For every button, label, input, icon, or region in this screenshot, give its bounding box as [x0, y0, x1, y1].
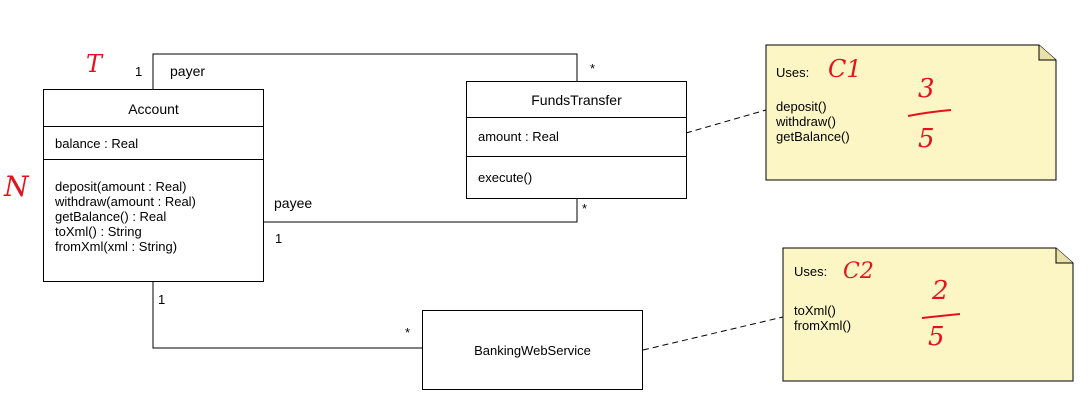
- note2-heading: Uses:: [794, 264, 828, 279]
- banking-web-service-class-name: BankingWebService: [474, 343, 591, 358]
- handwritten-mark-n: N: [4, 170, 29, 203]
- score2-numerator: 2: [932, 276, 949, 306]
- payee-association-line: [263, 199, 578, 223]
- score2-fraction-bar: [921, 313, 961, 319]
- account-operations: deposit(amount : Real) withdraw(amount :…: [44, 159, 263, 254]
- note2-item: fromXml(): [794, 318, 852, 333]
- note1-item: withdraw(): [776, 114, 836, 129]
- account-attributes: balance : Real: [44, 126, 263, 159]
- note1-shape: [765, 44, 1057, 181]
- payer-association-line: [152, 53, 578, 89]
- score1-fraction-bar: [907, 109, 952, 117]
- account-operation: withdraw(amount : Real): [55, 194, 196, 209]
- note2-shape: [782, 247, 1074, 382]
- service-multiplicity: *: [405, 325, 411, 340]
- score1-denominator: 5: [918, 124, 935, 154]
- note2-fold: [1055, 248, 1073, 264]
- payer-role-label: payer: [170, 63, 206, 79]
- handwritten-mark-c2: C2: [843, 259, 874, 284]
- note2-item: toXml(): [794, 303, 836, 318]
- note1-heading: Uses:: [776, 65, 810, 80]
- account-attribute: balance : Real: [55, 136, 139, 151]
- note1-fold: [1038, 45, 1056, 61]
- payee-transfer-multiplicity: *: [582, 201, 588, 216]
- funds-transfer-operations: execute(): [467, 156, 686, 185]
- funds-transfer-class: FundsTransfer amount : Real execute(): [466, 81, 687, 199]
- funds-transfer-operation: execute(): [478, 170, 533, 185]
- funds-transfer-class-name: FundsTransfer: [531, 92, 622, 108]
- payee-account-multiplicity: 1: [275, 231, 283, 246]
- funds-transfer-attributes: amount : Real: [467, 117, 686, 156]
- account-operation: deposit(amount : Real): [55, 179, 187, 194]
- account-operation: getBalance() : Real: [55, 209, 167, 224]
- handwritten-mark-t: T: [86, 50, 103, 78]
- handwritten-mark-c1: C1: [828, 55, 862, 83]
- account-operation: toXml() : String: [55, 224, 142, 239]
- account-class: Account balance : Real deposit(amount : …: [43, 89, 264, 282]
- service-account-multiplicity: 1: [158, 292, 166, 307]
- score2-denominator: 5: [928, 322, 945, 352]
- note1-item: deposit(): [776, 99, 827, 114]
- note1-item: getBalance(): [776, 129, 850, 144]
- service-association-line: [152, 282, 422, 349]
- payer-account-multiplicity: 1: [135, 64, 143, 79]
- payee-role-label: payee: [274, 195, 313, 211]
- account-class-name: Account: [128, 101, 179, 117]
- funds-transfer-attribute: amount : Real: [478, 129, 559, 144]
- note2-anchor-line: [642, 316, 784, 351]
- account-operation: fromXml(xml : String): [55, 239, 178, 254]
- payer-transfer-multiplicity: *: [590, 61, 596, 76]
- note1-anchor-line: [685, 109, 767, 134]
- banking-web-service-class: BankingWebService: [422, 310, 643, 390]
- score1-numerator: 3: [918, 74, 935, 104]
